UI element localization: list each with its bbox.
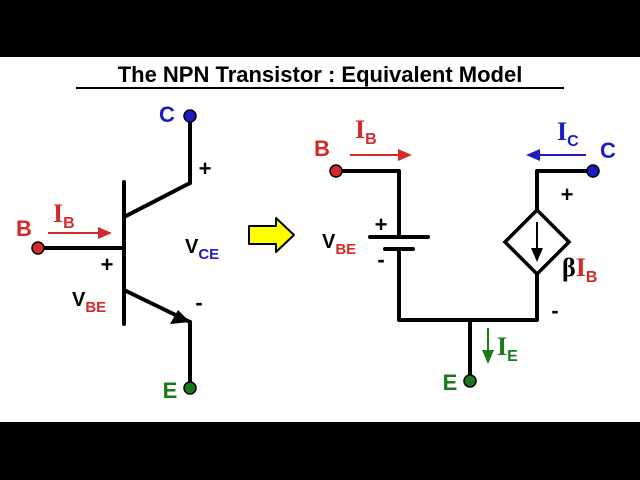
source-plus: + xyxy=(561,182,574,207)
right-ic-label: IC xyxy=(557,117,579,150)
right-ie-arrowhead-icon xyxy=(482,350,494,364)
npn-transistor-symbol xyxy=(36,114,192,390)
right-ib-arrowhead-icon xyxy=(398,149,412,161)
equivalent-circuit-wires xyxy=(334,169,595,383)
left-plus-base: + xyxy=(101,252,114,277)
left-emitter-node xyxy=(183,381,197,395)
battery-plus: + xyxy=(375,212,388,237)
right-arrow-icon xyxy=(248,217,295,253)
left-vbe-label: VBE xyxy=(72,289,106,316)
right-terminal-c: C xyxy=(600,138,616,163)
left-plus-collector: + xyxy=(199,156,212,181)
left-vce-label: VCE xyxy=(185,236,219,263)
right-ie-label: IE xyxy=(497,332,518,365)
battery-minus: - xyxy=(377,247,384,272)
source-arrow-icon xyxy=(531,248,543,262)
source-minus: - xyxy=(551,298,558,323)
left-terminal-c: C xyxy=(159,102,175,127)
left-terminal-b: B xyxy=(16,216,32,241)
vbe-battery-icon xyxy=(368,235,430,251)
emitter-arrow-icon xyxy=(170,310,190,324)
right-vbe-label: VBE xyxy=(322,231,356,258)
right-emitter-node xyxy=(463,374,477,388)
source-to-node-wire xyxy=(468,272,539,322)
left-minus-emitter: - xyxy=(195,290,202,315)
right-collector-node xyxy=(586,164,600,178)
left-ib-label: IB xyxy=(53,199,75,232)
left-ib-arrowhead-icon xyxy=(98,227,112,239)
right-ib-label: IB xyxy=(355,115,377,148)
right-terminal-b: B xyxy=(314,136,330,161)
right-ic-arrowhead-icon xyxy=(526,149,540,161)
battery-to-node-wire xyxy=(397,247,472,322)
beta-ib-label: βIB xyxy=(562,253,597,286)
collector-wire xyxy=(535,169,595,212)
right-terminal-e: E xyxy=(443,370,458,395)
page-title: The NPN Transistor : Equivalent Model xyxy=(118,62,523,87)
base-wire xyxy=(334,169,401,239)
right-base-node xyxy=(329,164,343,178)
collector-diagonal xyxy=(122,181,192,219)
left-collector-node xyxy=(183,109,197,123)
left-base-node xyxy=(31,241,45,255)
left-terminal-e: E xyxy=(163,378,178,403)
